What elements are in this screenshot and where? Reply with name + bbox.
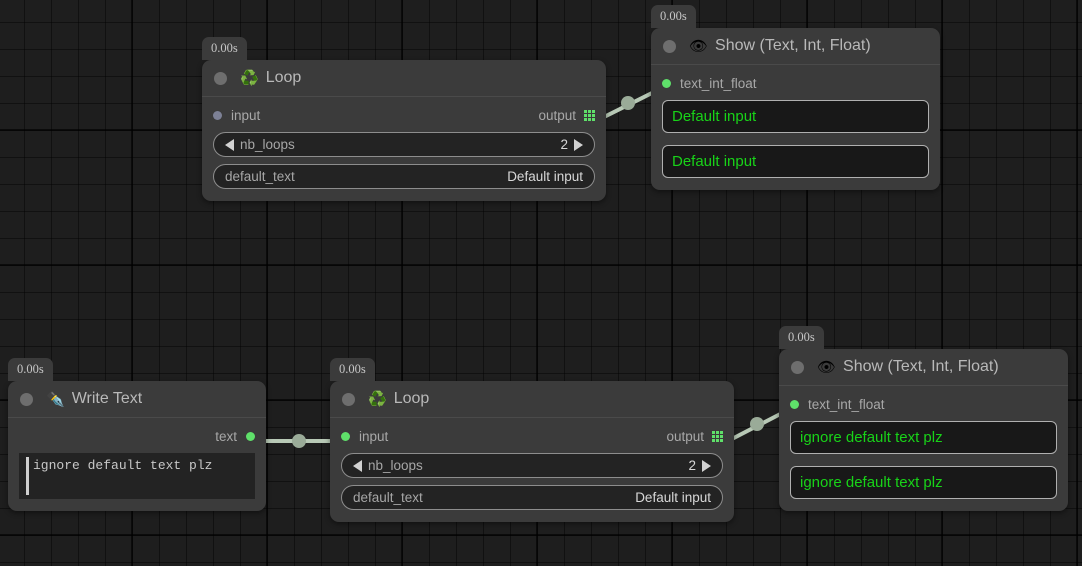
node-body: text_int_float Default input Default inp… — [651, 65, 940, 190]
collapse-toggle-dot[interactable] — [214, 71, 227, 85]
decrement-arrow-icon[interactable] — [353, 459, 362, 472]
output-port-label: output — [538, 108, 576, 123]
increment-arrow-icon[interactable] — [574, 138, 583, 151]
widget-label: default_text — [353, 490, 423, 505]
node-body: input output nb_loops 2 default_text Def… — [202, 97, 606, 201]
input-port-label: text_int_float — [680, 76, 757, 91]
display-box: Default input — [662, 145, 929, 178]
node-show-2[interactable]: 0.00s 👁 Show (Text, Int, Float) text_int… — [779, 326, 1068, 511]
collapse-toggle-dot[interactable] — [20, 392, 33, 406]
port-row-input: text_int_float — [662, 74, 929, 93]
recycle-icon: ♻️ — [240, 69, 259, 87]
edge-handle-write-to-loop2[interactable] — [292, 434, 306, 448]
output-grid-icon[interactable] — [584, 110, 595, 121]
node-body: text_int_float ignore default text plz i… — [779, 386, 1068, 511]
output-port-label: output — [666, 429, 704, 444]
node-title: Loop — [265, 69, 302, 86]
node-title: Show (Text, Int, Float) — [715, 37, 871, 54]
pen-nib-icon: ✒️ — [46, 390, 65, 408]
input-port-dot[interactable] — [790, 400, 799, 409]
node-time-badge: 0.00s — [779, 326, 824, 349]
text-caret — [26, 457, 29, 495]
node-body: text ignore default text plz — [8, 418, 266, 511]
port-row-io: input output — [341, 427, 723, 446]
edge-handle-loop1-to-show1[interactable] — [621, 96, 635, 110]
output-grid-icon[interactable] — [712, 431, 723, 442]
node-header[interactable]: ✒️ Write Text — [8, 381, 266, 418]
display-box: ignore default text plz — [790, 466, 1057, 499]
widget-value[interactable]: Default input — [507, 169, 583, 184]
node-loop-2[interactable]: 0.00s ♻️ Loop input output nb_loops 2 — [330, 358, 734, 522]
node-time-badge: 0.00s — [330, 358, 375, 381]
widget-label: nb_loops — [240, 137, 295, 152]
widget-label: nb_loops — [368, 458, 423, 473]
input-port-dot[interactable] — [213, 111, 222, 120]
node-header[interactable]: 👁 Show (Text, Int, Float) — [651, 28, 940, 65]
widget-nb-loops[interactable]: nb_loops 2 — [213, 132, 595, 157]
port-row-output: text — [19, 427, 255, 446]
text-input-area[interactable]: ignore default text plz — [19, 453, 255, 499]
node-loop-1[interactable]: 0.00s ♻️ Loop input output nb_loops 2 — [202, 37, 606, 201]
widget-default-text[interactable]: default_text Default input — [341, 485, 723, 510]
node-header[interactable]: 👁 Show (Text, Int, Float) — [779, 349, 1068, 386]
node-header[interactable]: ♻️ Loop — [330, 381, 734, 418]
increment-arrow-icon[interactable] — [702, 459, 711, 472]
node-time-badge: 0.00s — [8, 358, 53, 381]
node-time-badge: 0.00s — [651, 5, 696, 28]
node-title: Write Text — [71, 390, 143, 407]
widget-value[interactable]: 2 — [688, 458, 696, 473]
node-time-badge: 0.00s — [202, 37, 247, 60]
collapse-toggle-dot[interactable] — [791, 360, 804, 374]
input-port-label: text_int_float — [808, 397, 885, 412]
node-show-1[interactable]: 0.00s 👁 Show (Text, Int, Float) text_int… — [651, 5, 940, 190]
recycle-icon: ♻️ — [368, 390, 387, 408]
collapse-toggle-dot[interactable] — [663, 39, 676, 53]
text-input-value[interactable]: ignore default text plz — [33, 458, 213, 473]
widget-default-text[interactable]: default_text Default input — [213, 164, 595, 189]
widget-value[interactable]: Default input — [635, 490, 711, 505]
eye-icon: 👁 — [817, 358, 837, 376]
input-port-dot[interactable] — [341, 432, 350, 441]
input-port-dot[interactable] — [662, 79, 671, 88]
collapse-toggle-dot[interactable] — [342, 392, 355, 406]
decrement-arrow-icon[interactable] — [225, 138, 234, 151]
input-port-label: input — [359, 429, 389, 444]
edge-handle-loop2-to-show2[interactable] — [750, 417, 764, 431]
port-row-io: input output — [213, 106, 595, 125]
node-title: Loop — [393, 390, 430, 407]
node-title: Show (Text, Int, Float) — [843, 358, 999, 375]
node-header[interactable]: ♻️ Loop — [202, 60, 606, 97]
node-write-text[interactable]: 0.00s ✒️ Write Text text ignore default … — [8, 358, 266, 511]
input-port-label: input — [231, 108, 261, 123]
output-port-label: text — [215, 429, 237, 444]
display-box: ignore default text plz — [790, 421, 1057, 454]
output-port-dot[interactable] — [246, 432, 255, 441]
eye-icon: 👁 — [689, 37, 709, 55]
port-row-input: text_int_float — [790, 395, 1057, 414]
widget-value[interactable]: 2 — [560, 137, 568, 152]
display-box: Default input — [662, 100, 929, 133]
widget-nb-loops[interactable]: nb_loops 2 — [341, 453, 723, 478]
node-body: input output nb_loops 2 default_text Def… — [330, 418, 734, 522]
widget-label: default_text — [225, 169, 295, 184]
